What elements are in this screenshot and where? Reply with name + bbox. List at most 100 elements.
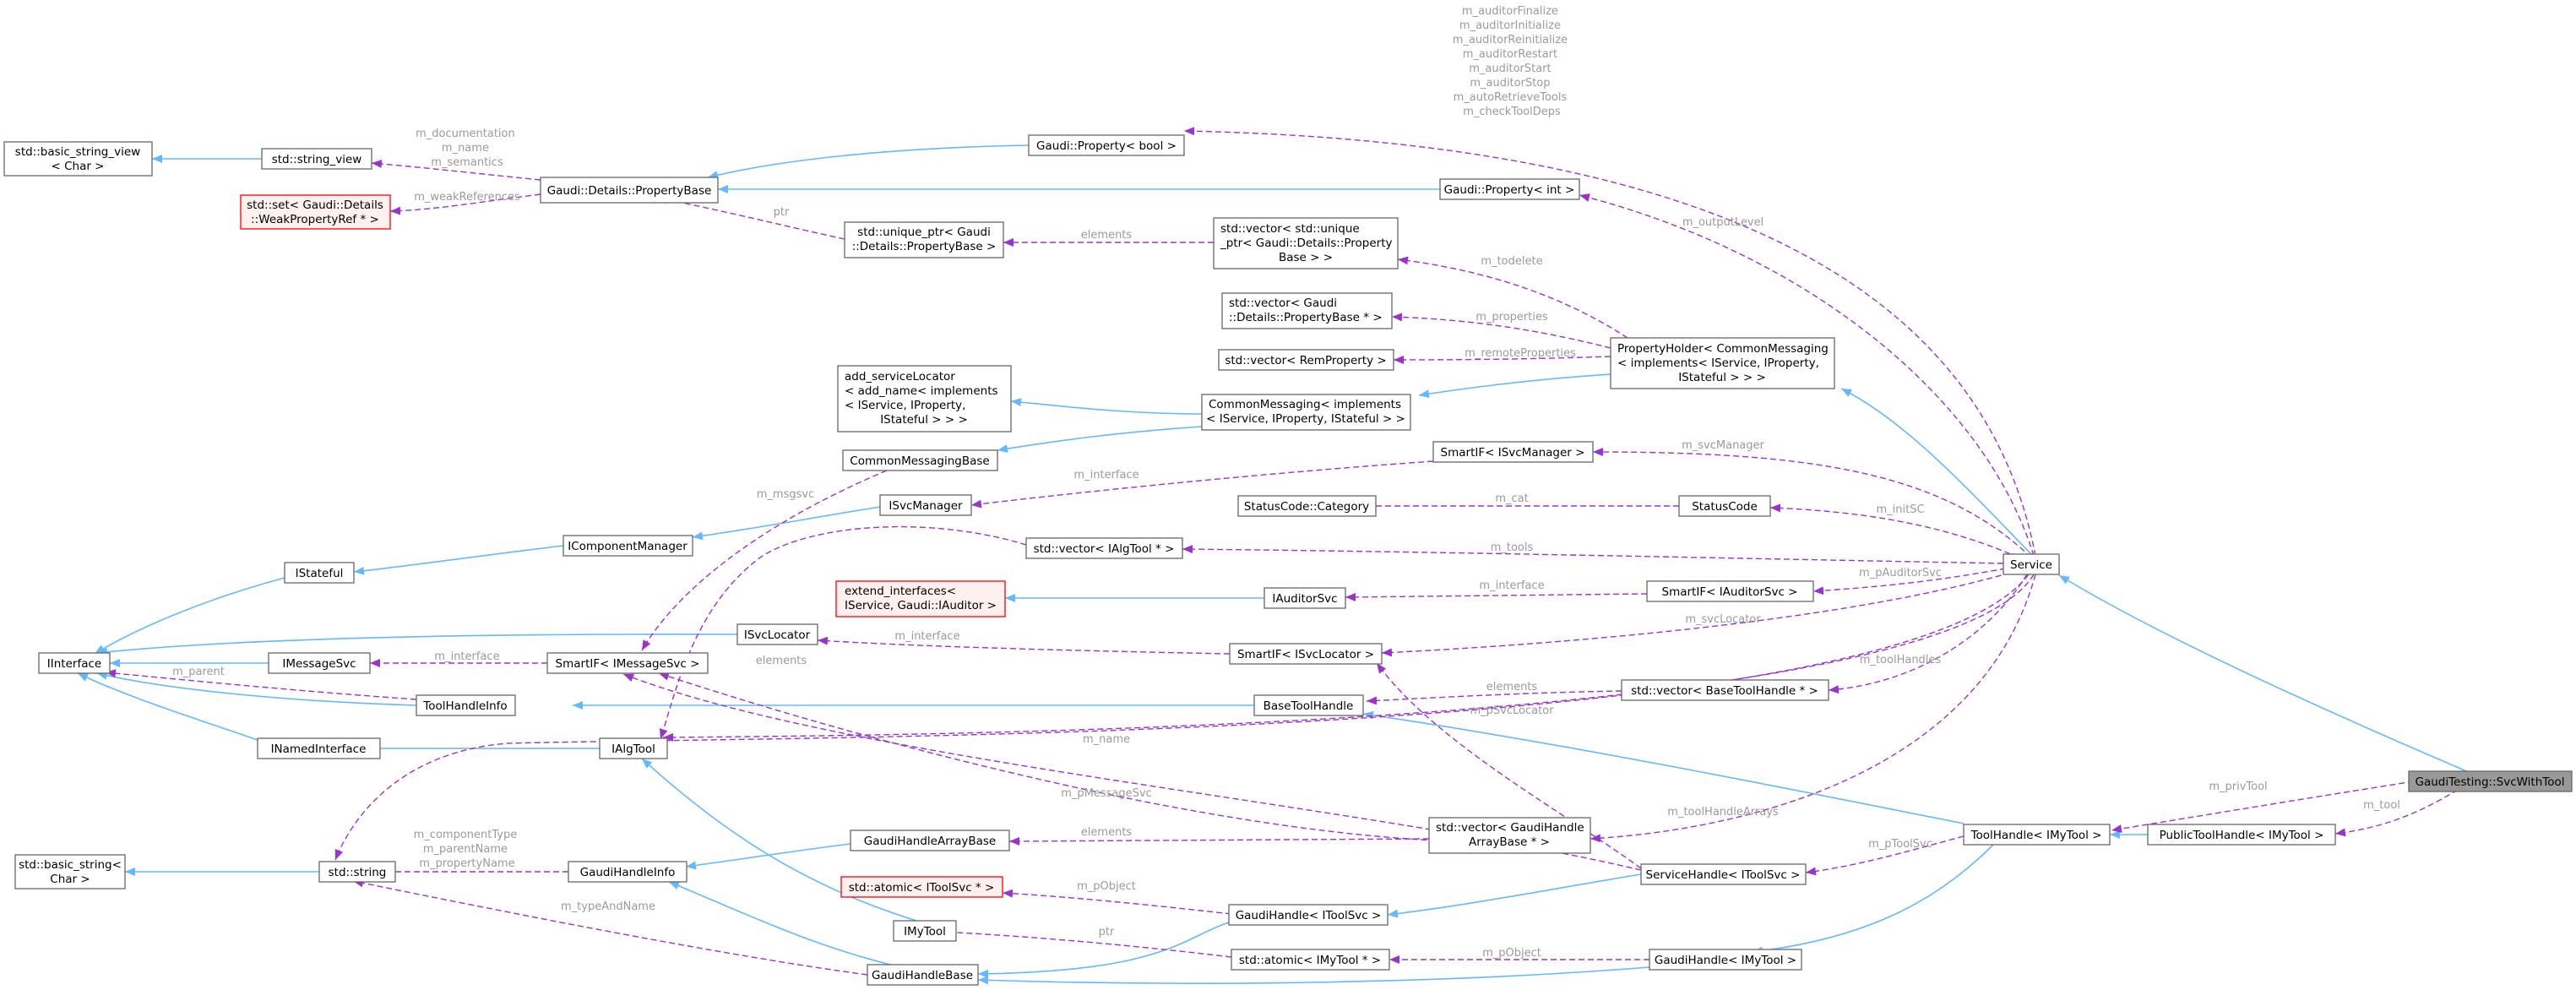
node-basic-string[interactable]: std::basic_string< Char > [14, 854, 126, 889]
node-smartif-svcmanager[interactable]: SmartIF< ISvcManager > [1432, 441, 1594, 463]
node-smartif-messagesvc[interactable]: SmartIF< IMessageSvc > [546, 652, 709, 674]
edge-common-messaging-inherits-cmb [997, 426, 1203, 454]
svg-text:CommonMessaging< implements: CommonMessaging< implements [1209, 398, 1401, 411]
node-vector-unique-ptr[interactable]: std::vector< std::unique _ptr< Gaudi::De… [1213, 217, 1399, 269]
node-set-weakref[interactable]: std::set< Gaudi::Details ::WeakPropertyR… [240, 194, 391, 230]
edge-label-p-svc-locator: m_pSvcLocator [1470, 704, 1555, 717]
edge-label-priv-tool: m_privTool [2209, 781, 2267, 793]
node-publictoolhandle[interactable]: PublicToolHandle< IMyTool > [2147, 824, 2336, 846]
svg-text:Gaudi::Details::PropertyBase: Gaudi::Details::PropertyBase [547, 184, 712, 198]
svg-text:std::basic_string<: std::basic_string< [19, 858, 122, 872]
svg-text:std::vector< Gaudi: std::vector< Gaudi [1229, 296, 1337, 310]
edge-toolhandleinfo-inherits [96, 671, 417, 706]
node-gaudihandle-imytool[interactable]: GaudiHandle< IMyTool > [1649, 949, 1802, 971]
edge-imytool-inherits-ialgtool [641, 758, 926, 924]
node-common-messaging-base[interactable]: CommonMessagingBase [842, 449, 998, 471]
edge-label-output-level: m_outputLevel [1682, 216, 1764, 229]
node-statuscode-category[interactable]: StatusCode::Category [1237, 495, 1377, 517]
node-property-int[interactable]: Gaudi::Property< int > [1439, 178, 1580, 200]
edge-label-weak-references: m_weakReferences [414, 191, 520, 204]
node-add-service-locator[interactable]: add_serviceLocator < add_name< implement… [837, 365, 1012, 432]
svg-text:< IService, IProperty,: < IService, IProperty, [845, 399, 965, 412]
node-gaudihandlebase[interactable]: GaudiHandleBase [867, 964, 979, 986]
node-vector-remprop[interactable]: std::vector< RemProperty > [1218, 349, 1394, 371]
svg-text:_ptr< Gaudi::Details::Property: _ptr< Gaudi::Details::Property [1220, 237, 1393, 250]
edge-tool-handles [1828, 574, 2028, 694]
svg-text:PropertyHolder< CommonMessagin: PropertyHolder< CommonMessaging [1617, 342, 1829, 356]
node-atomic-itoolsvc[interactable]: std::atomic< IToolSvc * > [840, 876, 1003, 898]
svg-text:IStateful: IStateful [296, 567, 344, 580]
edge-label-interface-svclocator: m_interface [894, 630, 959, 643]
node-basic-string-view[interactable]: std::basic_string_view < Char > [3, 141, 153, 177]
node-inamedinterface[interactable]: INamedInterface [257, 737, 381, 759]
node-atomic-imytool[interactable]: std::atomic< IMyTool * > [1231, 949, 1390, 971]
node-vector-gaudihandlearraybase[interactable]: std::vector< GaudiHandle ArrayBase * > [1428, 817, 1591, 854]
node-servicehandle-itoolsvc[interactable]: ServiceHandle< IToolSvc > [1640, 863, 1807, 885]
node-vector-basetoolhandle[interactable]: std::vector< BaseToolHandle * > [1621, 679, 1829, 701]
node-svcwithtool[interactable]: GaudiTesting::SvcWithTool [2408, 770, 2573, 792]
node-ialgtool[interactable]: IAlgTool [599, 737, 668, 759]
node-vector-pb-ptr[interactable]: std::vector< Gaudi ::Details::PropertyBa… [1221, 292, 1393, 329]
edge-property-bool-inherits [707, 144, 1030, 180]
edge-label-p-object-imytool: m_pObject [1482, 947, 1541, 960]
svg-text:ServiceHandle< IToolSvc >: ServiceHandle< IToolSvc > [1646, 868, 1801, 882]
node-property-base[interactable]: Gaudi::Details::PropertyBase [540, 177, 719, 204]
edge-label-cat: m_cat [1495, 492, 1528, 505]
edge-label-svc-locator: m_svcLocator [1685, 613, 1761, 626]
node-iinterface[interactable]: IInterface [38, 652, 111, 674]
svg-text:std::unique_ptr< Gaudi: std::unique_ptr< Gaudi [857, 226, 991, 239]
svg-text:GaudiHandleInfo: GaudiHandleInfo [580, 866, 676, 879]
node-toolhandleinfo[interactable]: ToolHandleInfo [416, 694, 516, 716]
edge-label-tool: m_tool [2363, 799, 2400, 812]
svg-text:ISvcManager: ISvcManager [889, 499, 963, 513]
edge-gaudihandlebase-inherits-info [668, 881, 905, 969]
svg-text:IMessageSvc: IMessageSvc [282, 657, 356, 671]
svg-text:std::vector< BaseToolHandle *: std::vector< BaseToolHandle * > [1631, 684, 1818, 698]
node-vector-ialgtool[interactable]: std::vector< IAlgTool * > [1025, 537, 1183, 559]
node-gaudihandle-itoolsvc[interactable]: GaudiHandle< IToolSvc > [1228, 904, 1389, 926]
node-imytool[interactable]: IMyTool [893, 920, 957, 942]
node-property-bool[interactable]: Gaudi::Property< bool > [1028, 134, 1185, 156]
node-iauditorsvc[interactable]: IAuditorSvc [1264, 587, 1346, 609]
svg-text:std::set< Gaudi::Details: std::set< Gaudi::Details [247, 199, 383, 212]
node-service[interactable]: Service [2003, 553, 2060, 575]
edge-svc-manager [1592, 448, 2032, 558]
svg-text:ToolHandle< IMyTool >: ToolHandle< IMyTool > [1970, 829, 2102, 842]
svg-text:ArrayBase * >: ArrayBase * > [1469, 835, 1550, 849]
edge-label-interface-svcmanager: m_interface [1073, 469, 1139, 481]
node-gaudihandleinfo[interactable]: GaudiHandleInfo [568, 861, 687, 883]
node-extend-interfaces[interactable]: extend_interfaces< IService, Gaudi::IAud… [835, 580, 1006, 617]
node-smartif-auditorsvc[interactable]: SmartIF< IAuditorSvc > [1646, 580, 1814, 602]
svg-text:std::vector< std::unique: std::vector< std::unique [1220, 222, 1360, 236]
edge-doc-name-semantics [371, 160, 541, 181]
edge-label-tool-handle-arrays: m_toolHandleArrays [1667, 806, 1779, 819]
edge-label-remote-properties: m_remoteProperties [1465, 347, 1576, 360]
node-property-holder[interactable]: PropertyHolder< CommonMessaging < implem… [1610, 337, 1835, 389]
node-imessagesvc[interactable]: IMessageSvc [268, 652, 371, 674]
node-common-messaging[interactable]: CommonMessaging< implements < IService, … [1201, 394, 1411, 431]
svg-text:IService, Gaudi::IAuditor >: IService, Gaudi::IAuditor > [845, 599, 997, 612]
node-gaudihandlearraybase[interactable]: GaudiHandleArrayBase [850, 830, 1010, 851]
node-icomponentmanager[interactable]: IComponentManager [562, 535, 693, 557]
svg-text:IComponentManager: IComponentManager [568, 540, 687, 553]
svg-text:SmartIF< IAuditorSvc >: SmartIF< IAuditorSvc > [1662, 585, 1798, 599]
edge-isvcmanager-interface [970, 460, 1434, 509]
node-isvcmanager[interactable]: ISvcManager [879, 494, 972, 516]
node-smartif-svclocator[interactable]: SmartIF< ISvcLocator > [1229, 643, 1383, 665]
edge-label-tools: m_tools [1491, 541, 1534, 554]
node-toolhandle-imytool[interactable]: ToolHandle< IMyTool > [1963, 824, 2111, 846]
svg-text:GaudiHandle< IMyTool >: GaudiHandle< IMyTool > [1655, 954, 1796, 967]
node-istateful[interactable]: IStateful [284, 562, 355, 584]
edge-label-msgsvc: m_msgsvc [757, 488, 814, 501]
edge-gaudihandlearraybase-inherits [685, 843, 851, 870]
node-basetoolhandle[interactable]: BaseToolHandle [1253, 694, 1364, 716]
node-std-string[interactable]: std::string [318, 861, 396, 883]
node-string-view[interactable]: std::string_view [261, 148, 372, 170]
node-isvclocator[interactable]: ISvcLocator [736, 623, 818, 645]
svg-text:std::vector< IAlgTool * >: std::vector< IAlgTool * > [1034, 542, 1175, 556]
node-statuscode[interactable]: StatusCode [1678, 495, 1771, 517]
edge-parent [105, 669, 417, 700]
edge-label-elements-unique: elements [1081, 229, 1133, 242]
node-unique-ptr-pb[interactable]: std::unique_ptr< Gaudi ::Details::Proper… [844, 221, 1004, 258]
svg-text:std::atomic< IMyTool * >: std::atomic< IMyTool * > [1239, 954, 1381, 967]
